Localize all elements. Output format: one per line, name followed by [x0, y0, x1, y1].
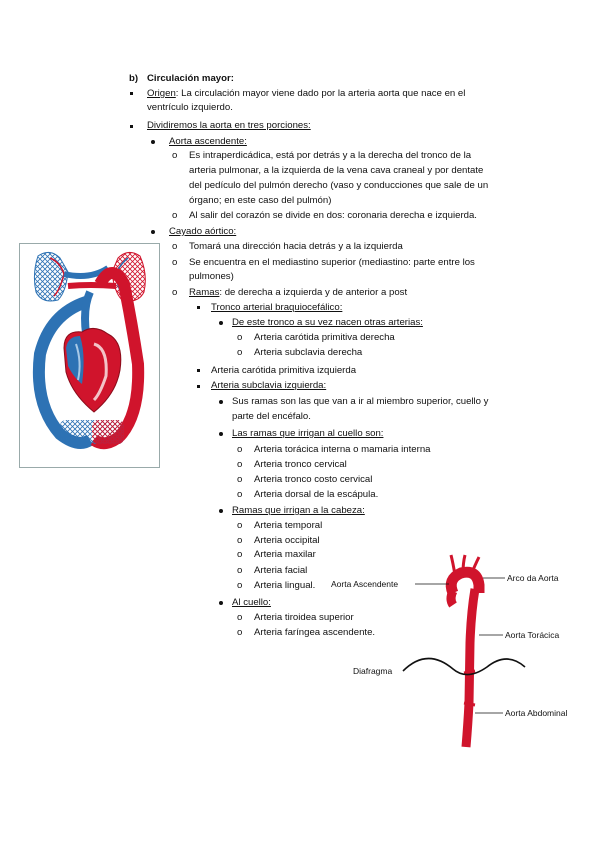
- label-arco-aorta: Arco da Aorta: [507, 573, 559, 583]
- ascendente-item1-l3: del pedículo del pulmón derecho (vaso y …: [189, 180, 489, 191]
- section-title: Circulación mayor:: [147, 73, 234, 84]
- tronco-sub: De este tronco a su vez nacen otras arte…: [232, 317, 423, 328]
- bullet-o: o: [237, 347, 243, 358]
- diaphragm-line: [402, 657, 526, 676]
- aortic-arch: [445, 566, 485, 596]
- circulation-diagram-image: [19, 243, 160, 468]
- descending-aorta: [461, 588, 480, 748]
- subclavia-desc-l2: parte del encéfalo.: [232, 411, 311, 422]
- bullet-o: o: [237, 612, 243, 623]
- tronco-item2: Arteria subclavia derecha: [254, 347, 363, 358]
- bullet-o: o: [172, 210, 178, 221]
- label-diafragma: Diafragma: [353, 666, 393, 676]
- bullet-dot: [219, 432, 223, 436]
- cuello-title: Las ramas que irrigan al cuello son:: [232, 428, 384, 439]
- bullet-square: [130, 92, 133, 95]
- tronco-item1: Arteria carótida primitiva derecha: [254, 332, 395, 343]
- dividiremos-text: Dividiremos la aorta en tres porciones:: [147, 120, 311, 131]
- carotida-izquierda: Arteria carótida primitiva izquierda: [211, 365, 357, 376]
- cayado-item1: Tomará una dirección hacia detrás y a la…: [189, 241, 403, 252]
- bullet-dot: [219, 509, 223, 513]
- bullet-square: [197, 369, 200, 372]
- bullet-o: o: [237, 332, 243, 343]
- subclavia-title: Arteria subclavia izquierda:: [211, 380, 327, 391]
- cuello-item: Arteria tronco cervical: [254, 459, 347, 470]
- bullet-dot: [151, 140, 155, 144]
- label-aorta-toracica: Aorta Torácica: [505, 630, 560, 640]
- bullet-o: o: [237, 444, 243, 455]
- cabeza-item: Arteria maxilar: [254, 549, 316, 560]
- bullet-square: [130, 125, 133, 128]
- bullet-o: o: [237, 627, 243, 638]
- al-cuello-item: Arteria tiroidea superior: [254, 612, 354, 623]
- cabeza-item: Arteria facial: [254, 565, 308, 576]
- bullet-dot: [219, 400, 223, 404]
- cabeza-item: Arteria occipital: [254, 535, 320, 546]
- al-cuello-title: Al cuello:: [232, 597, 271, 608]
- ascendente-item1-l4: órgano; en este caso del pulmón): [189, 195, 332, 206]
- aorta-ascendente-title: Aorta ascendente:: [169, 136, 247, 147]
- origen-line1: Origen: La circulación mayor viene dado …: [147, 88, 466, 99]
- aorta-diagram-svg: [402, 554, 526, 748]
- bullet-o: o: [237, 549, 243, 560]
- bullet-o: o: [237, 535, 243, 546]
- cayado-item2-l2: pulmones): [189, 271, 234, 282]
- bullet-o: o: [172, 287, 178, 298]
- tronco-title: Tronco arterial braquiocefálico:: [211, 302, 343, 313]
- bullet-o: o: [172, 257, 178, 268]
- subclavia-desc-l1: Sus ramas son las que van a ir al miembr…: [232, 396, 489, 407]
- ascendente-item1-l2: arteria pulmonar, a la izquierda de la v…: [189, 165, 484, 176]
- bullet-o: o: [237, 474, 243, 485]
- cuello-item: Arteria tronco costo cervical: [254, 474, 373, 485]
- bullet-dot: [219, 601, 223, 605]
- bullet-o: o: [237, 489, 243, 500]
- aorta-diagram-image: Aorta Ascendente Arco da Aorta Aorta Tor…: [327, 553, 577, 753]
- cuello-item: Arteria dorsal de la escápula.: [254, 489, 379, 500]
- ascendente-item2: Al salir del corazón se divide en dos: c…: [189, 210, 477, 221]
- cayado-title: Cayado aórtico:: [169, 226, 237, 237]
- bullet-o: o: [237, 565, 243, 576]
- label-aorta-abdominal: Aorta Abdominal: [505, 708, 568, 718]
- cabeza-item: Arteria temporal: [254, 520, 323, 531]
- al-cuello-item: Arteria faríngea ascendente.: [254, 627, 376, 638]
- cabeza-title: Ramas que irrigan a la cabeza:: [232, 505, 365, 516]
- circulation-diagram-svg: [32, 252, 146, 450]
- ramas-line: Ramas: de derecha a izquierda y de anter…: [189, 287, 408, 298]
- bullet-o: o: [172, 241, 178, 252]
- bullet-dot: [151, 230, 155, 234]
- bullet-o: o: [237, 580, 243, 591]
- section-marker: b): [129, 73, 139, 84]
- bullet-square: [197, 306, 200, 309]
- cuello-item: Arteria torácica interna o mamaria inter…: [254, 444, 431, 455]
- label-aorta-ascendente: Aorta Ascendente: [331, 579, 399, 589]
- bullet-o: o: [172, 150, 178, 161]
- origen-line2: ventrículo izquierdo.: [147, 102, 233, 113]
- ascendente-item1-l1: Es intraperdicádica, está por detrás y a…: [189, 150, 472, 161]
- cabeza-item: Arteria lingual.: [254, 580, 316, 591]
- bullet-o: o: [237, 459, 243, 470]
- bullet-square: [197, 385, 200, 388]
- bullet-dot: [219, 321, 223, 325]
- cayado-item2-l1: Se encuentra en el mediastino superior (…: [189, 257, 475, 268]
- bullet-o: o: [237, 520, 243, 531]
